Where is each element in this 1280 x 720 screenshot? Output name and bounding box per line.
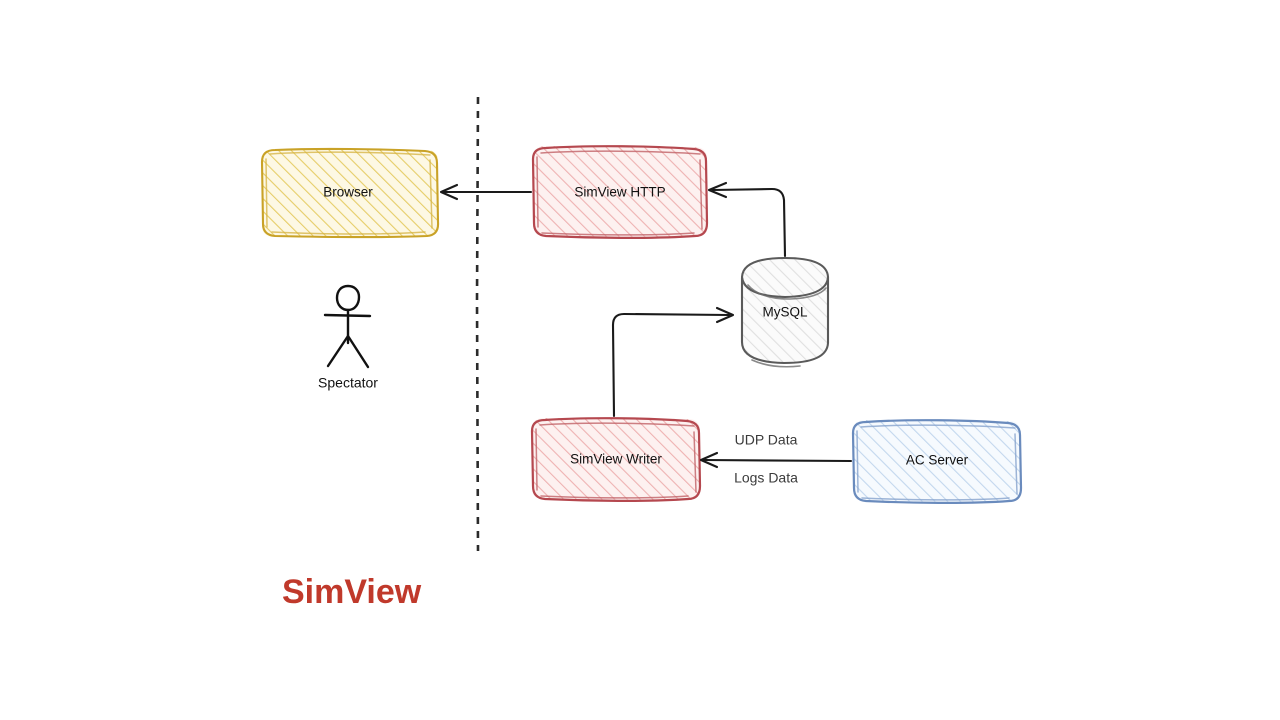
simview-http-border bbox=[531, 145, 709, 239]
ac-server-label: AC Server bbox=[906, 453, 969, 468]
mysql-top-fill bbox=[742, 258, 828, 298]
spectator-arms-icon bbox=[323, 313, 372, 318]
edge-http-to-browser bbox=[439, 183, 533, 201]
mysql-sketch-accent bbox=[747, 284, 827, 368]
simview-http-label: SimView HTTP bbox=[574, 185, 665, 200]
edge-acserver-to-writer: UDP Data Logs Data bbox=[699, 432, 853, 486]
node-simview-http[interactable]: SimView HTTP bbox=[531, 145, 709, 239]
simview-http-border-sketch bbox=[536, 150, 703, 236]
mysql-body-border bbox=[740, 275, 830, 365]
simview-writer-border bbox=[530, 417, 702, 502]
node-ac-server[interactable]: AC Server bbox=[851, 419, 1023, 504]
ac-server-border-sketch bbox=[856, 424, 1018, 501]
edge-writer-to-mysql-line bbox=[611, 312, 731, 418]
browser-label: Browser bbox=[323, 185, 373, 200]
edge-mysql-to-http bbox=[707, 181, 787, 258]
edge-http-to-browser-arrowhead bbox=[439, 183, 459, 201]
simview-writer-label: SimView Writer bbox=[570, 452, 662, 467]
ac-server-border bbox=[851, 419, 1023, 504]
node-mysql[interactable]: MySQL bbox=[740, 256, 830, 368]
node-simview-writer[interactable]: SimView Writer bbox=[530, 417, 702, 502]
edge-acserver-to-writer-line bbox=[702, 458, 853, 463]
page-title: SimView bbox=[282, 573, 422, 611]
browser-border bbox=[260, 147, 440, 239]
ac-server-fill bbox=[853, 420, 1021, 502]
actor-spectator[interactable]: Spectator bbox=[318, 284, 378, 391]
spectator-head-icon bbox=[335, 284, 361, 312]
mysql-label: MySQL bbox=[762, 305, 808, 320]
edge-writer-to-mysql-arrowhead bbox=[715, 306, 735, 324]
simview-http-fill bbox=[533, 146, 707, 237]
simview-writer-border-sketch bbox=[535, 422, 697, 499]
spectator-legs-icon bbox=[326, 334, 370, 369]
edge-mysql-to-http-arrowhead bbox=[707, 181, 728, 199]
simview-writer-fill bbox=[532, 418, 700, 500]
node-browser[interactable]: Browser bbox=[260, 147, 440, 239]
spectator-label: Spectator bbox=[318, 375, 378, 391]
browser-fill bbox=[262, 149, 438, 237]
edge-writer-to-mysql bbox=[611, 306, 735, 418]
edge-acserver-to-writer-arrowhead bbox=[699, 451, 719, 469]
browser-border-sketch bbox=[265, 151, 433, 235]
edge-label-udp-data: UDP Data bbox=[735, 432, 798, 448]
trust-boundary-divider bbox=[475, 96, 480, 552]
edge-label-logs-data: Logs Data bbox=[734, 470, 798, 486]
edge-mysql-to-http-line bbox=[711, 187, 787, 258]
mysql-body-fill bbox=[742, 278, 828, 363]
